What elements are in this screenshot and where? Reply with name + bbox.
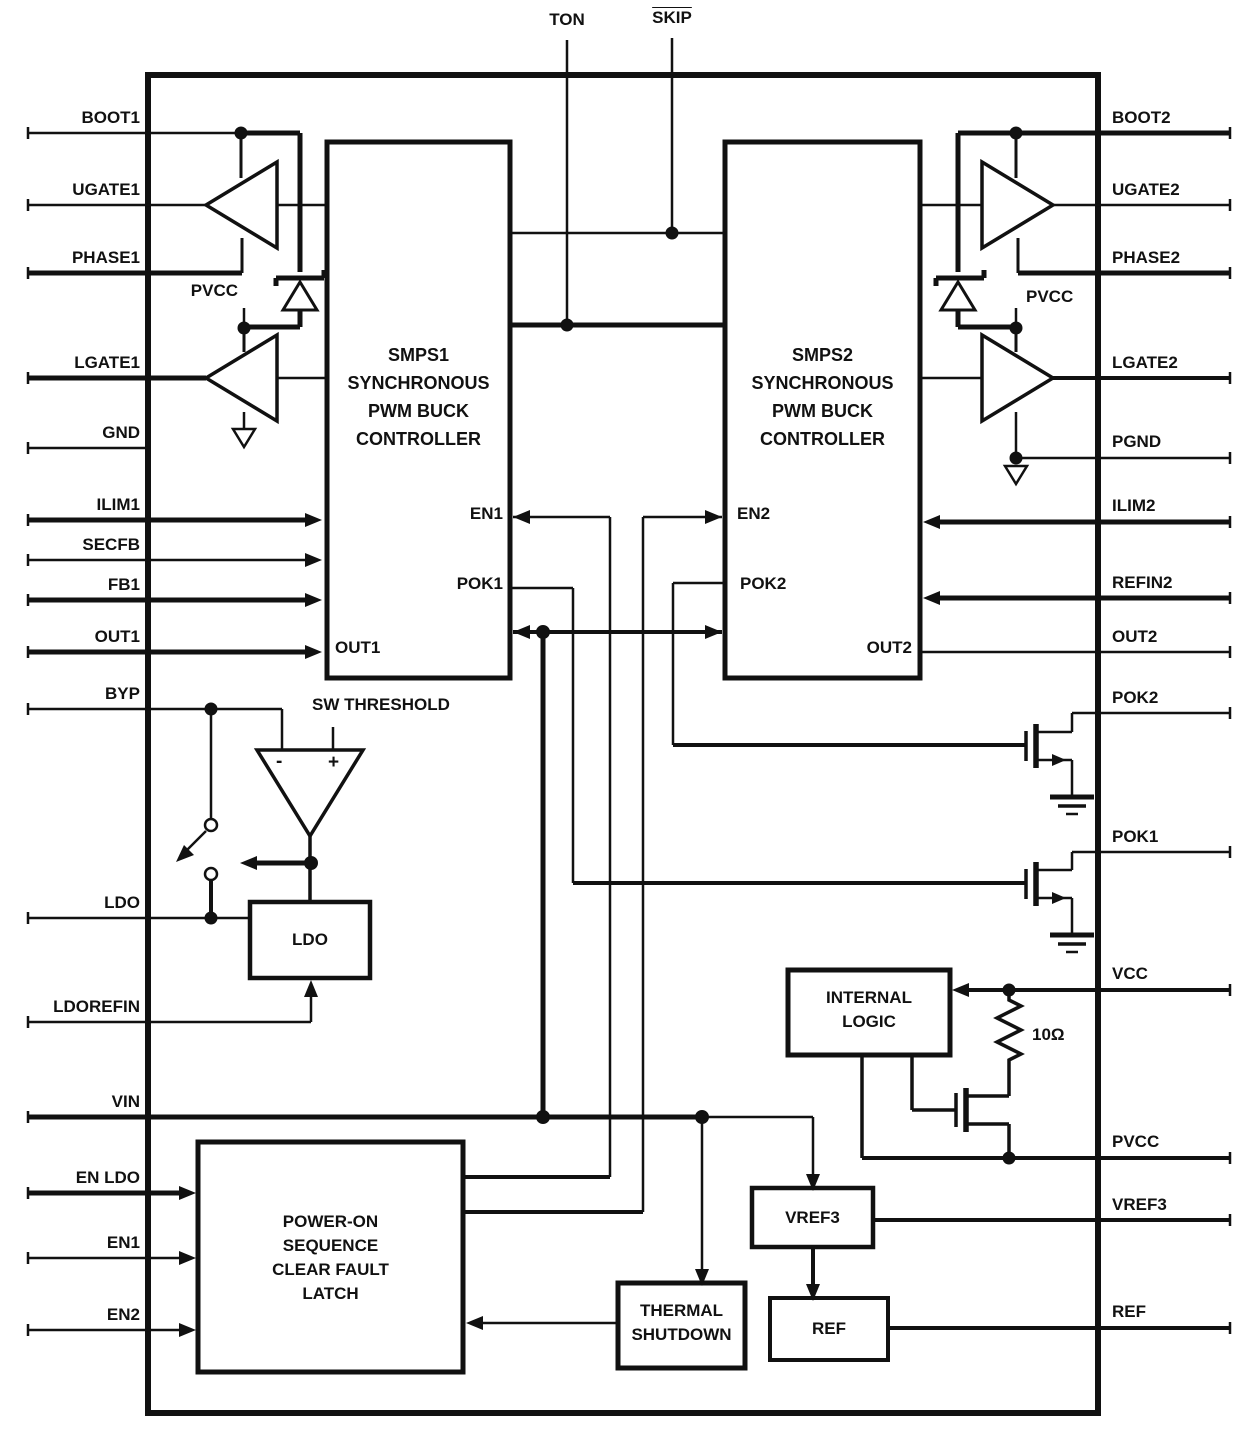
thermal-block-outline	[615, 1280, 748, 1371]
comparator-plus-sign: +	[328, 752, 340, 773]
pin-label-ugate1: UGATE1	[72, 180, 140, 199]
power-on-block-label: POWER-ON SEQUENCE CLEAR FAULT LATCH	[272, 1212, 389, 1303]
ldo-block-label: LDO	[292, 930, 328, 949]
internal-logic-label: INTERNAL LOGIC	[826, 988, 912, 1031]
vref3-block-outline	[749, 1185, 876, 1250]
smps1-port-en1: EN1	[469, 504, 503, 523]
pin-label-boot2: BOOT2	[1112, 108, 1171, 127]
vref3-block-label: VREF3	[785, 1207, 840, 1227]
pin-label-byp: BYP	[105, 684, 140, 703]
ref-block-label: REF	[812, 1319, 846, 1338]
pin-label-ldorefin: LDOREFIN	[53, 997, 140, 1016]
comparator-minus-sign: -	[276, 751, 283, 772]
pin-label-secfb: SECFB	[82, 535, 140, 554]
pin-label-boot1: BOOT1	[81, 108, 140, 127]
pin-label-refin2: REFIN2	[1112, 573, 1173, 592]
ugate1-driver	[202, 133, 327, 273]
pin-label-pvcc: PVCC	[1112, 1132, 1160, 1151]
pvcc-left-label: PVCC	[190, 281, 238, 300]
smps2-port-pok2: POK2	[740, 574, 787, 593]
pok2-mosfet	[1024, 713, 1094, 816]
power-on-block-outline	[195, 1139, 466, 1375]
pin-label-lgate1: LGATE1	[74, 353, 140, 372]
smps2-port-en2: EN2	[737, 504, 771, 523]
bypass-comparator	[240, 727, 367, 902]
boot1-diode	[237, 270, 327, 335]
pin-label-ref: REF	[1112, 1302, 1146, 1321]
pin-lines-right	[862, 127, 1232, 1334]
pok1-mosfet	[1024, 852, 1094, 954]
pin-label-fb1: FB1	[107, 575, 140, 594]
pin-label-phase2: PHASE2	[1112, 248, 1181, 267]
pin-label-skip: SKIP	[652, 8, 692, 27]
pin-label-phase1: PHASE1	[71, 248, 140, 267]
smps1-label: SMPS1 SYNCHRONOUS PWM BUCK CONTROLLER	[347, 345, 490, 449]
pin-label-lgate2: LGATE2	[1112, 353, 1178, 372]
resistor-value-label: 10Ω	[1032, 1025, 1065, 1044]
smps1-port-pok1: POK1	[456, 574, 503, 593]
pin-label-out2: OUT2	[1112, 627, 1158, 646]
pin-label-ilim1: ILIM1	[96, 495, 140, 514]
pin-label-vin: VIN	[111, 1092, 140, 1111]
pin-label-ldo: LDO	[104, 893, 140, 912]
pin-label-vcc: VCC	[1112, 964, 1148, 983]
chip-outline	[145, 72, 1101, 1416]
smps2-label: SMPS2 SYNCHRONOUS PWM BUCK CONTROLLER	[751, 345, 894, 449]
pin-label-pok1: POK1	[1112, 827, 1159, 846]
ton-net	[510, 40, 725, 332]
ref-block-outline	[768, 1296, 890, 1362]
ugate2-driver	[920, 126, 1057, 273]
pin-label-en-ldo: EN LDO	[75, 1168, 140, 1187]
thermal-shutdown-label: THERMAL SHUTDOWN	[631, 1301, 732, 1344]
pin-label-ton: TON	[549, 10, 585, 29]
internal-logic-block-outline	[785, 967, 1016, 1058]
bypass-switch	[176, 709, 219, 918]
pin-label-en2: EN2	[106, 1305, 140, 1324]
pin-label-ilim2: ILIM2	[1112, 496, 1156, 515]
smps2-port-out2: OUT2	[866, 638, 912, 657]
lgate2-driver	[920, 328, 1057, 487]
pin-label-vref3: VREF3	[1112, 1195, 1167, 1214]
vcc-resistor	[993, 992, 1025, 1070]
pin-label-gnd: GND	[102, 423, 140, 442]
pvcc-mosfet	[860, 1055, 1016, 1165]
pin-lines-left	[26, 126, 709, 1337]
smps1-port-out1: OUT1	[335, 638, 381, 657]
smps2-block-outline	[722, 139, 923, 681]
skip-net	[510, 38, 725, 240]
sw-threshold-label: SW THRESHOLD	[312, 695, 450, 714]
smps1-block-outline	[324, 139, 513, 681]
pin-label-ugate2: UGATE2	[1112, 180, 1180, 199]
pin-label-en1: EN1	[106, 1233, 140, 1252]
pin-label-pok2: POK2	[1112, 688, 1159, 707]
boot2-diode	[933, 270, 1023, 335]
pin-label-out1: OUT1	[94, 627, 140, 646]
ldo-block-outline	[247, 899, 373, 981]
lgate1-driver	[202, 328, 327, 450]
interconnect-wires	[463, 510, 1026, 1330]
pvcc-right-label: PVCC	[1026, 287, 1074, 306]
pin-label-pgnd: PGND	[1112, 432, 1162, 451]
